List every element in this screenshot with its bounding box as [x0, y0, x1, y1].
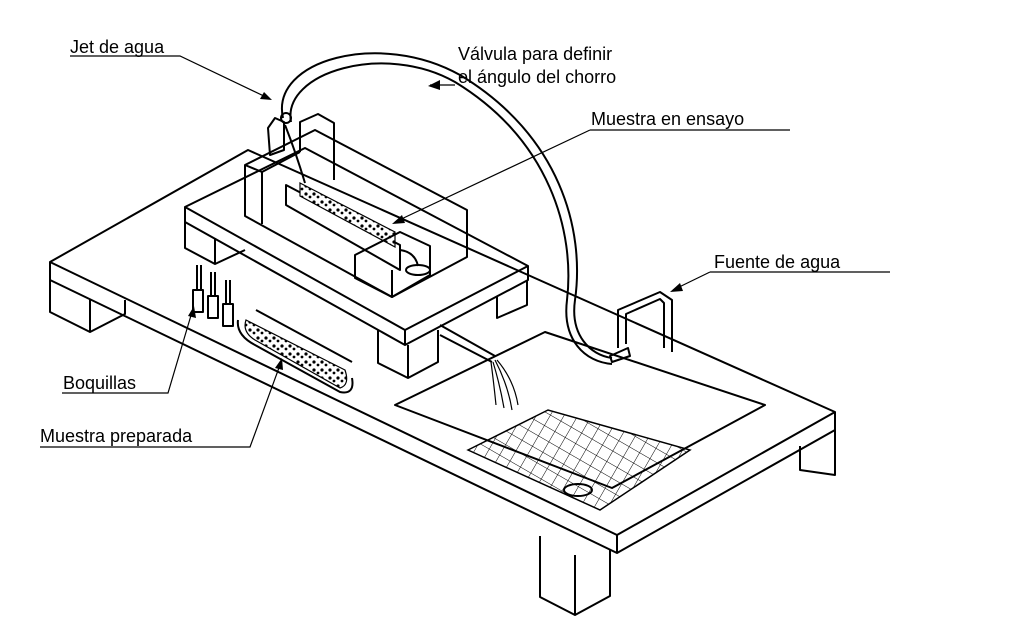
water-source-pipe — [609, 291, 673, 363]
prepared-sample — [236, 309, 354, 394]
drain-outlet — [439, 324, 519, 411]
nozzles — [192, 265, 234, 327]
sample-box — [244, 113, 468, 298]
hose — [267, 52, 613, 365]
label-valve-line2: el ángulo del chorro — [458, 67, 617, 87]
label-water-source: Fuente de agua — [714, 252, 841, 272]
label-jet: Jet de agua — [70, 37, 165, 57]
base-platform — [49, 149, 836, 616]
label-nozzles: Boquillas — [63, 373, 137, 393]
label-sample-test: Muestra en ensayo — [591, 109, 745, 129]
basin — [394, 331, 766, 511]
label-sample-prepared: Muestra preparada — [40, 426, 193, 446]
label-valve-line1: Válvula para definir — [458, 44, 613, 64]
test-table — [184, 147, 529, 379]
leader-lines — [40, 55, 890, 448]
